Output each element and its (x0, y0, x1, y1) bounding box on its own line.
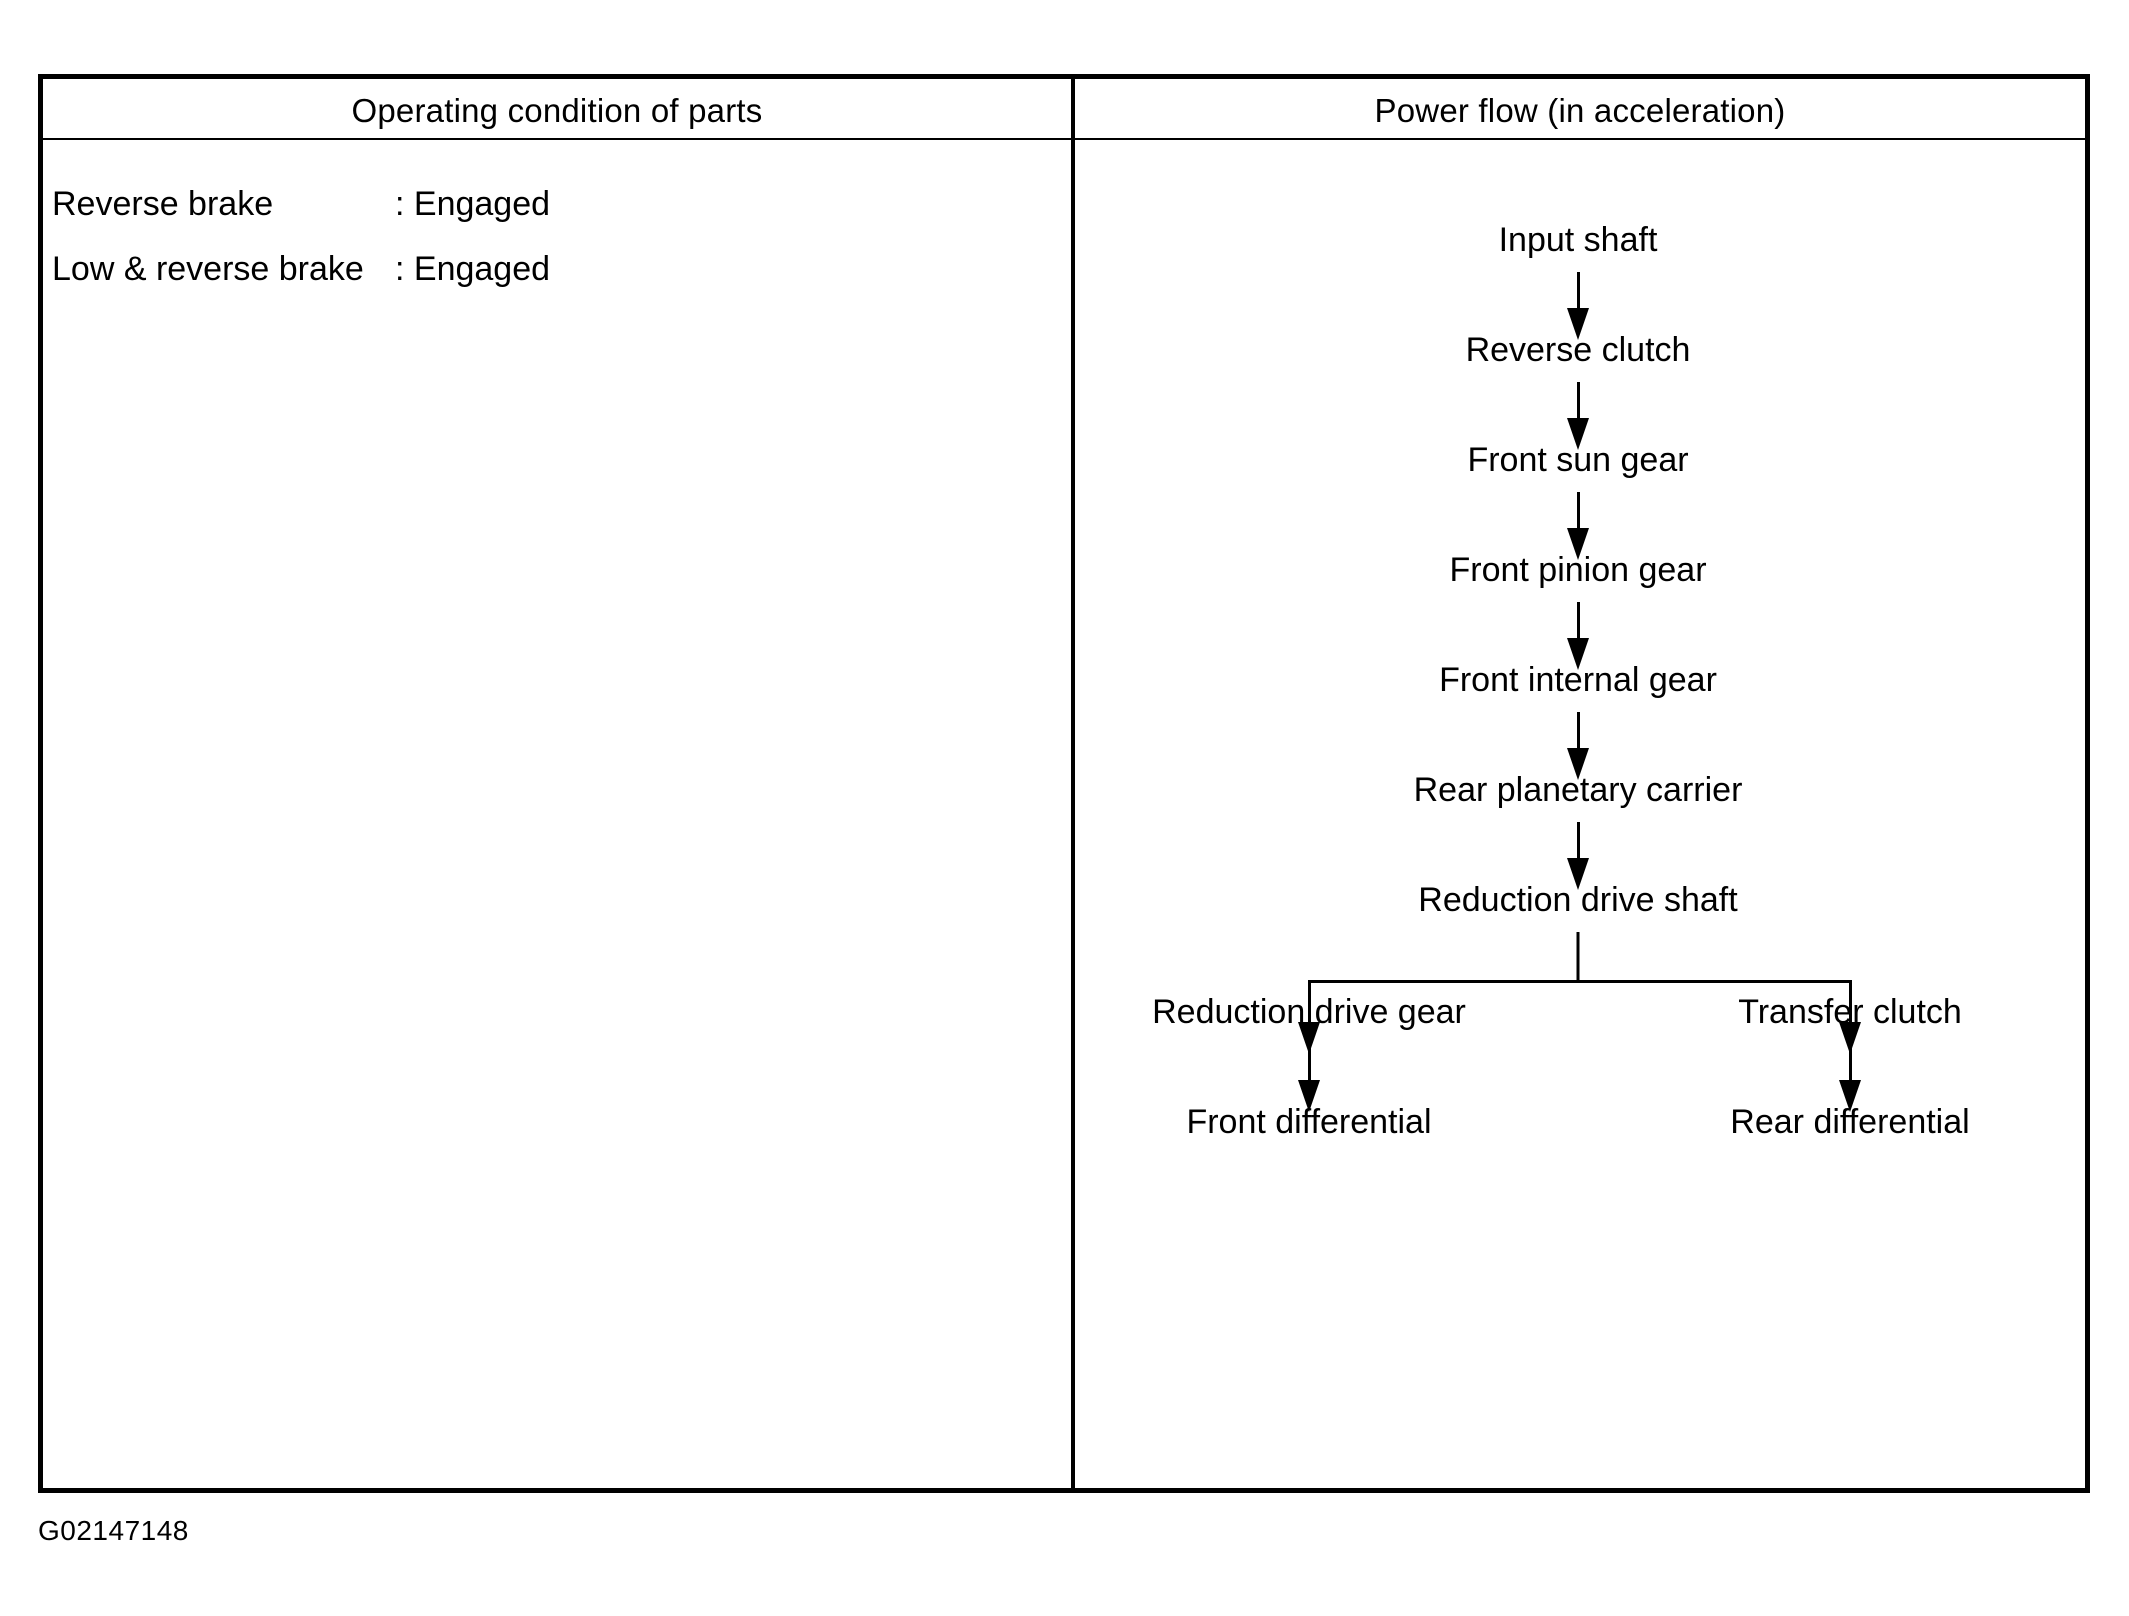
flow-arrow-reduction-drive-gear-to-front-differential (1298, 1044, 1320, 1112)
table-header-rule-left (43, 138, 1071, 140)
power-flow-diagram: Input shaft Reverse clutch Front sun gea… (1075, 140, 2085, 1488)
flow-node-rear-planetary-carrier: Rear planetary carrier (1413, 771, 1743, 809)
figure-code: G02147148 (38, 1515, 189, 1546)
branch-connector-bar (1308, 980, 1851, 983)
flow-node-input-shaft: Input shaft (1498, 221, 1658, 259)
column-header-operating-condition: Operating condition of parts (351, 92, 763, 129)
flow-node-transfer-clutch: Transfer clutch (1738, 993, 1962, 1031)
condition-status: : Engaged (395, 185, 551, 223)
condition-status: : Engaged (395, 250, 551, 288)
operating-conditions-list: Reverse brake : Engaged Low & reverse br… (43, 138, 1071, 1488)
table-header-rule-right (1075, 138, 2085, 140)
flow-node-front-pinion-gear: Front pinion gear (1449, 551, 1707, 589)
flow-arrow-input-shaft-to-reverse-clutch (1567, 272, 1589, 340)
flow-arrow-reverse-clutch-to-front-sun-gear (1567, 382, 1589, 450)
flow-node-reduction-drive-gear: Reduction drive gear (1152, 993, 1466, 1031)
column-header-power-flow: Power flow (in acceleration) (1374, 92, 1786, 129)
flow-node-reduction-drive-shaft: Reduction drive shaft (1418, 881, 1738, 919)
condition-label: Low & reverse brake (52, 250, 364, 288)
power-flow-table: Operating condition of parts Power flow … (38, 74, 2090, 1493)
flow-arrow-transfer-clutch-to-rear-differential (1839, 1044, 1861, 1112)
flow-arrow-branch-to-reduction-drive-gear (1298, 980, 1320, 1054)
condition-label: Reverse brake (52, 185, 274, 223)
flow-arrow-front-sun-gear-to-front-pinion-gear (1567, 492, 1589, 560)
table-column-divider (1071, 79, 1075, 1488)
flow-arrow-branch-to-transfer-clutch (1839, 980, 1861, 1054)
flow-node-front-sun-gear: Front sun gear (1467, 441, 1689, 479)
flow-arrow-front-internal-gear-to-rear-planetary-carrier (1567, 712, 1589, 780)
flow-arrow-rear-planetary-carrier-to-reduction-drive-shaft (1567, 822, 1589, 890)
flow-node-reverse-clutch: Reverse clutch (1465, 331, 1691, 369)
branch-connector-stem (1576, 932, 1580, 982)
flow-node-rear-differential: Rear differential (1730, 1103, 1970, 1141)
condition-row-low-and-reverse-brake: Low & reverse brake : Engaged (43, 247, 1071, 291)
flow-node-front-differential: Front differential (1186, 1103, 1432, 1141)
flow-node-front-internal-gear: Front internal gear (1439, 661, 1717, 699)
condition-row-reverse-brake: Reverse brake : Engaged (43, 182, 1071, 226)
flow-arrow-front-pinion-gear-to-front-internal-gear (1567, 602, 1589, 670)
